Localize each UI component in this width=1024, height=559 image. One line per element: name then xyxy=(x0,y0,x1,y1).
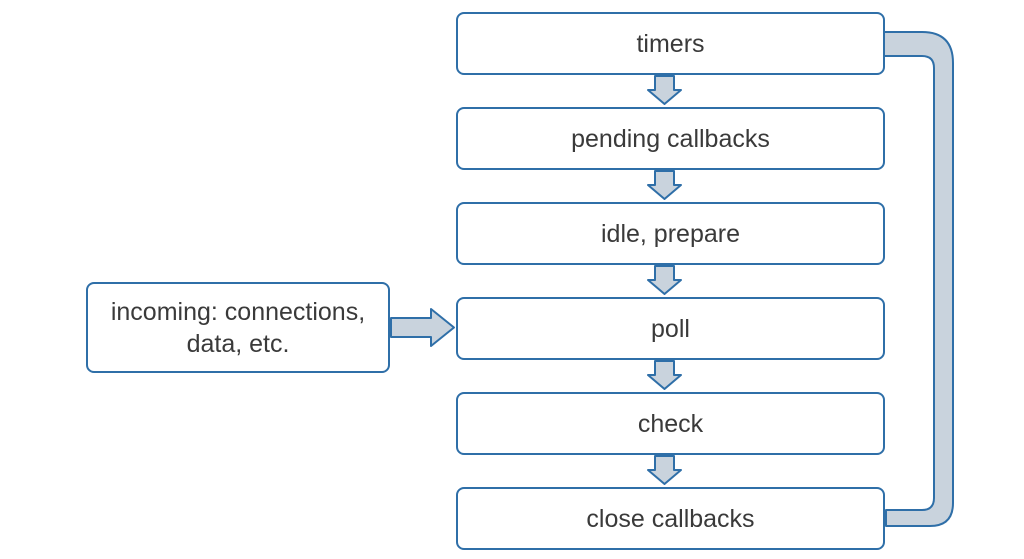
phase-timers: timers xyxy=(456,12,885,75)
flow-arrow-check-to-close xyxy=(647,455,682,485)
phase-close-callbacks-label: close callbacks xyxy=(586,504,755,533)
phase-poll-label: poll xyxy=(651,314,690,343)
phase-poll: poll xyxy=(456,297,885,360)
incoming-box: incoming: connections, data, etc. xyxy=(86,282,390,373)
phase-pending-callbacks-label: pending callbacks xyxy=(571,124,770,153)
phase-pending-callbacks: pending callbacks xyxy=(456,107,885,170)
phase-timers-label: timers xyxy=(636,29,705,58)
incoming-arrow xyxy=(390,308,455,347)
flow-arrow-idle-to-poll xyxy=(647,265,682,295)
phase-idle-prepare-label: idle, prepare xyxy=(601,219,740,248)
flow-arrow-poll-to-check xyxy=(647,360,682,390)
flow-arrow-timers-to-pending xyxy=(647,75,682,105)
incoming-label: incoming: connections, data, etc. xyxy=(110,297,366,358)
phase-check: check xyxy=(456,392,885,455)
flow-arrow-pending-to-idle xyxy=(647,170,682,200)
phase-close-callbacks: close callbacks xyxy=(456,487,885,550)
phase-check-label: check xyxy=(637,409,704,438)
phase-idle-prepare: idle, prepare xyxy=(456,202,885,265)
